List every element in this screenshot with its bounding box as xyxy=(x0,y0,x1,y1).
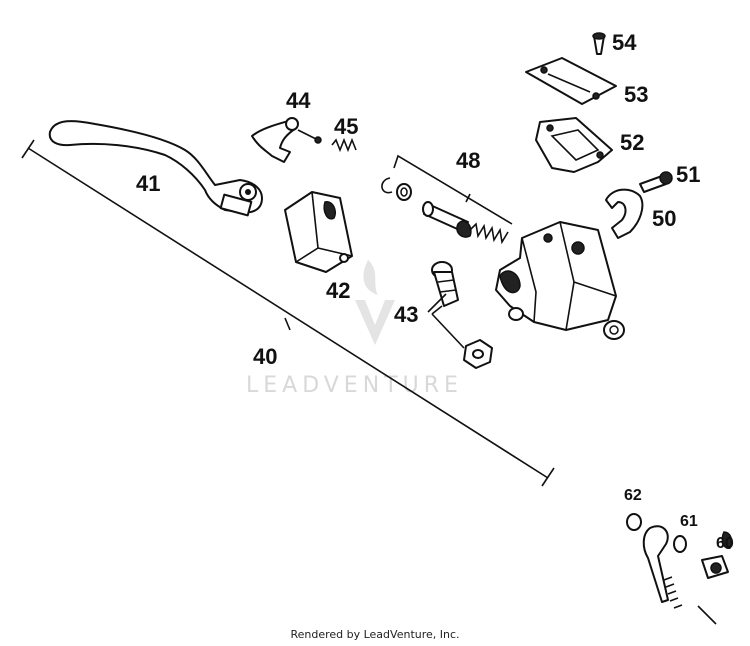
banjo-bolt xyxy=(431,261,493,369)
callout-42: 42 xyxy=(326,278,350,303)
piston-kit xyxy=(381,177,509,245)
assembly-bracket-40 xyxy=(21,139,555,487)
watermark: LEADVENTURE xyxy=(246,260,463,398)
callout-44: 44 xyxy=(286,88,311,113)
callout-45: 45 xyxy=(334,114,358,139)
mounting-block xyxy=(284,191,353,273)
callout-53: 53 xyxy=(624,82,648,107)
reservoir-cover xyxy=(525,57,617,105)
lever-adjuster xyxy=(251,117,322,163)
callout-52: 52 xyxy=(620,130,644,155)
callout-43: 43 xyxy=(394,302,418,327)
leader-lines xyxy=(393,154,513,313)
callout-62: 62 xyxy=(624,487,642,504)
reservoir-diaphragm xyxy=(535,117,613,173)
callout-61: 61 xyxy=(680,513,698,530)
handlebar-clamp xyxy=(605,188,644,239)
watermark-text: LEADVENTURE xyxy=(246,373,463,398)
footer-credit: Rendered by LeadVenture, Inc. xyxy=(290,628,459,641)
callout-51: 51 xyxy=(676,162,700,187)
callout-48: 48 xyxy=(456,148,480,173)
callout-41: 41 xyxy=(136,171,160,196)
brake-hose-fittings xyxy=(626,513,733,625)
master-cylinder xyxy=(495,221,625,340)
callout-54: 54 xyxy=(612,30,637,55)
brake-lever xyxy=(48,120,263,217)
callout-50: 50 xyxy=(652,206,676,231)
spring-45 xyxy=(331,137,357,153)
cover-screw xyxy=(592,32,606,55)
clamp-screw xyxy=(639,171,673,193)
callout-60: 60 xyxy=(716,535,734,552)
callout-40: 40 xyxy=(253,344,277,369)
